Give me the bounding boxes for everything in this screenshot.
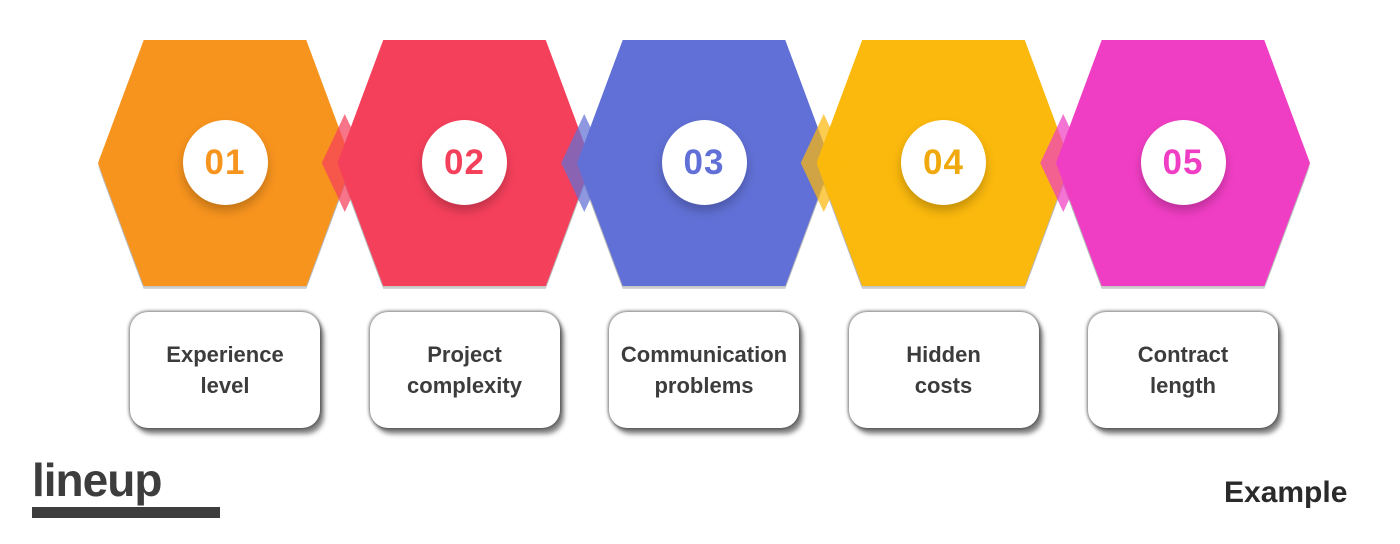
step-label-5: Contract length — [1137, 341, 1229, 398]
step-label-2: Project complexity — [407, 341, 522, 398]
brand-logo: lineup — [32, 454, 220, 519]
step-label-3: Communication problems — [620, 341, 788, 398]
step-label-4: Hidden costs — [906, 341, 981, 398]
step-card-5: Contract length — [1088, 312, 1278, 428]
step-number-badge-3: 03 — [661, 120, 747, 205]
step-number-badge-2: 02 — [422, 120, 507, 205]
step-number-badge-1: 01 — [182, 120, 268, 205]
brand-logo-text: lineup — [32, 454, 162, 506]
step-number-badge-4: 04 — [901, 120, 986, 205]
step-card-4: Hidden costs — [848, 312, 1039, 428]
step-label-1: Experience level — [166, 341, 284, 398]
brand-logo-underline — [32, 507, 220, 519]
step-number-2: 02 — [444, 143, 485, 182]
step-number-badge-5: 05 — [1140, 120, 1226, 205]
step-card-3: Communication problems — [609, 312, 799, 428]
step-number-5: 05 — [1162, 143, 1204, 182]
step-number-4: 04 — [923, 143, 964, 182]
step-card-1: Experience level — [130, 312, 320, 428]
step-number-1: 01 — [204, 143, 246, 182]
step-card-2: Project complexity — [369, 312, 560, 428]
watermark-text: Example — [1224, 476, 1348, 509]
step-number-3: 03 — [683, 143, 725, 182]
